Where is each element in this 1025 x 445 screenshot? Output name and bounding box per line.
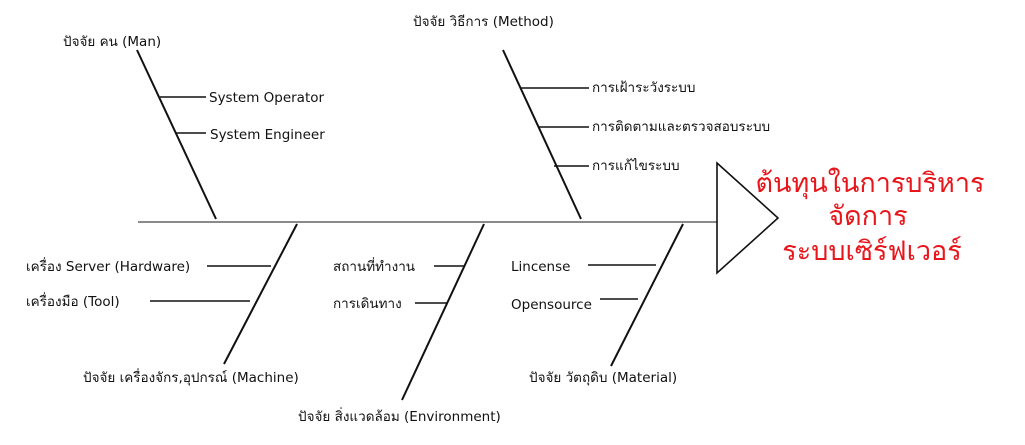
effect-label: ต้นทุนในการบริหาร จัดการ ระบบเซิร์ฟเวอร์ (756, 167, 985, 267)
effect-line-2: จัดการ (828, 201, 907, 232)
bone-machine (223, 223, 298, 365)
category-title-man: ปัจจัย คน (Man) (63, 34, 161, 50)
bone-environment (401, 223, 485, 401)
effect-line-3: ระบบเซิร์ฟเวอร์ (782, 235, 962, 267)
category-title-material: ปัจจัย วัตถุดิบ (Material) (529, 370, 677, 386)
category-environment: ปัจจัย สิ่งแวดล้อม (Environment) สถานที่… (298, 223, 501, 425)
cause-man-1: System Operator (209, 90, 325, 106)
effect-head-triangle (716, 161, 780, 275)
category-man: ปัจจัย คน (Man) System Operator System E… (63, 34, 325, 220)
cause-machine-2: เครื่องมือ (Tool) (26, 292, 120, 310)
cause-method-3: การแก้ไขระบบ (592, 158, 680, 174)
bone-method (502, 49, 582, 220)
category-title-method: ปัจจัย วิธีการ (Method) (413, 14, 554, 30)
cause-environment-1: สถานที่ทำงาน (333, 257, 415, 275)
category-method: ปัจจัย วิธีการ (Method) การเฝ้าระวังระบบ… (413, 14, 770, 220)
category-material: ปัจจัย วัตถุดิบ (Material) Lincense Open… (511, 223, 684, 386)
category-title-machine: ปัจจัย เครื่องจักร,อุปกรณ์ (Machine) (83, 368, 299, 386)
cause-man-2: System Engineer (210, 127, 325, 143)
category-machine: ปัจจัย เครื่องจักร,อุปกรณ์ (Machine) เคร… (26, 223, 299, 386)
category-title-environment: ปัจจัย สิ่งแวดล้อม (Environment) (298, 407, 501, 425)
effect-line-1: ต้นทุนในการบริหาร (756, 167, 985, 200)
cause-machine-1: เครื่อง Server (Hardware) (26, 257, 190, 275)
cause-material-1: Lincense (511, 259, 570, 275)
cause-method-1: การเฝ้าระวังระบบ (592, 80, 695, 96)
bone-material (610, 223, 684, 367)
cause-method-2: การติดตามและตรวจสอบระบบ (592, 119, 770, 135)
cause-environment-2: การเดินทาง (333, 296, 402, 312)
bone-man (136, 49, 217, 220)
cause-material-2: Opensource (511, 297, 592, 313)
